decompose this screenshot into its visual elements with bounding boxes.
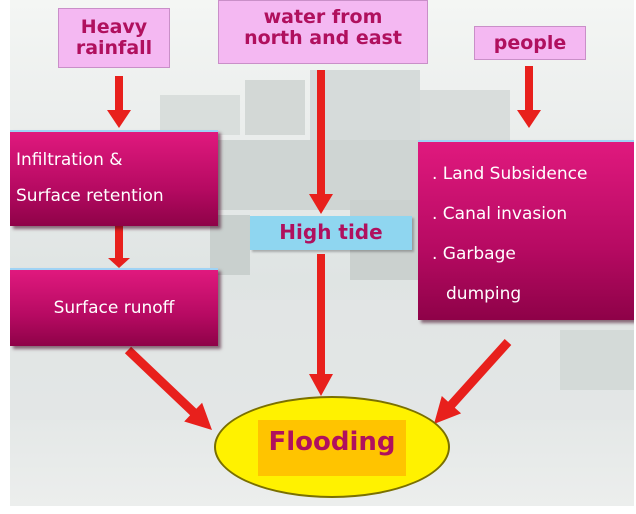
people-box: people (474, 26, 586, 60)
arrows-layer (107, 66, 541, 430)
arrow-water-to-high-tide (309, 70, 333, 214)
arrow-infiltration-to-runoff (108, 226, 130, 268)
arrow-people-to-factors (517, 66, 541, 128)
human-factors-box: . Land Subsidence . Canal invasion . Gar… (418, 140, 634, 320)
heavy-rainfall-line-1: Heavy (80, 16, 148, 38)
arrow-runoff-to-flooding (124, 346, 212, 430)
arrow-rainfall-to-infiltration (107, 76, 131, 128)
heavy-rainfall-line-2: rainfall (75, 37, 153, 59)
infiltration-line-1: Infiltration & (16, 150, 123, 170)
people-label: people (493, 32, 567, 54)
diagram-canvas: Heavy rainfall water from north and east… (10, 0, 634, 506)
flooding-label: Flooding (258, 420, 406, 476)
water-line-2: north and east (244, 27, 402, 49)
arrow-tide-to-flooding (309, 254, 333, 396)
water-from-north-east-box: water from north and east (218, 0, 428, 64)
factor-garbage: . Garbage (432, 244, 516, 264)
water-line-1: water from (263, 6, 383, 28)
surface-runoff-box: Surface runoff (10, 268, 218, 346)
arrow-factors-to-flooding (434, 339, 512, 424)
high-tide-box: High tide (250, 216, 412, 250)
factor-dumping: dumping (446, 284, 522, 304)
high-tide-label: High tide (279, 220, 383, 244)
factor-land-subsidence: . Land Subsidence (432, 164, 588, 184)
surface-runoff-label: Surface runoff (53, 298, 175, 318)
infiltration-line-2: Surface retention (16, 186, 164, 206)
heavy-rainfall-box: Heavy rainfall (58, 8, 170, 68)
factor-canal-invasion: . Canal invasion (432, 204, 568, 224)
infiltration-box: Infiltration & Surface retention (10, 130, 218, 226)
